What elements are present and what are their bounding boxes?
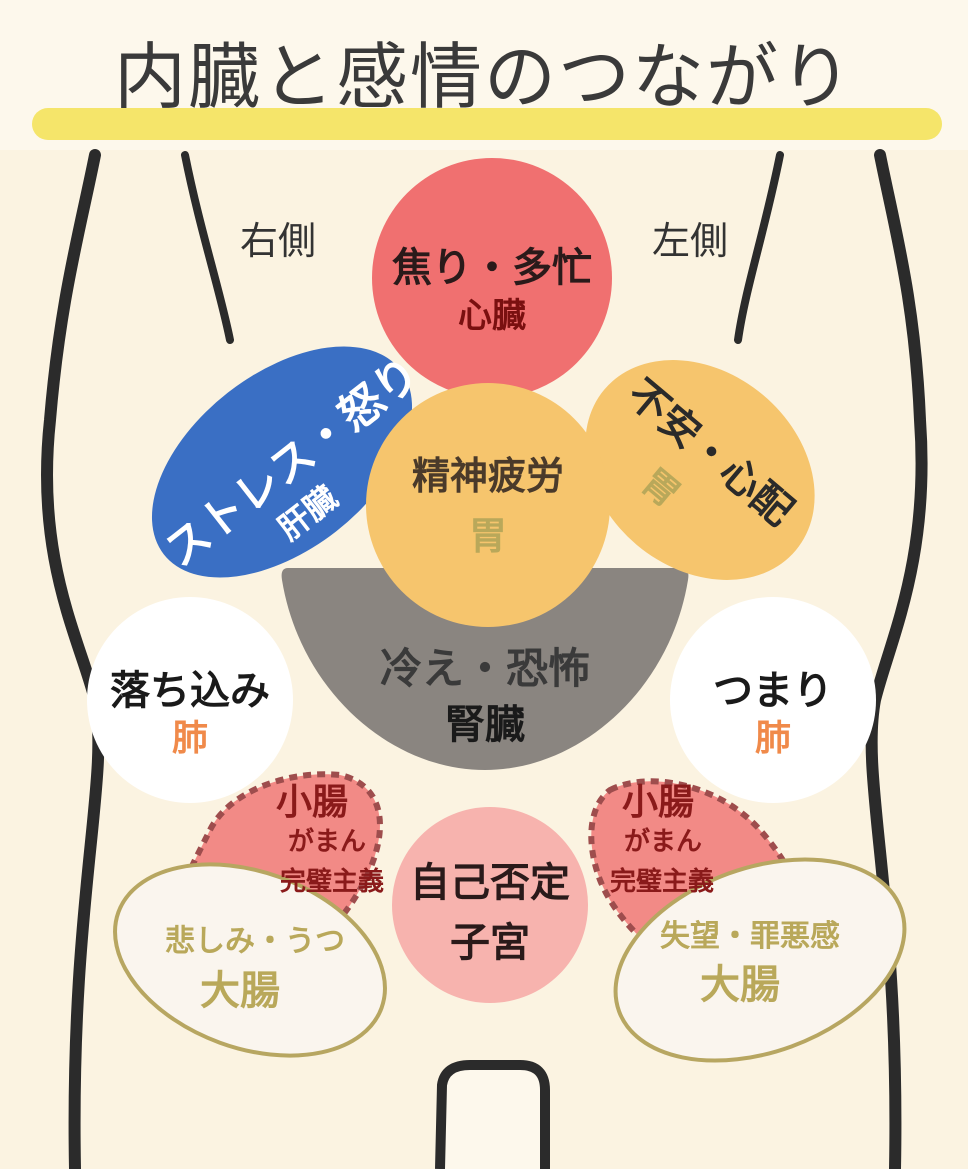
lung-right-shape [87,597,293,803]
large-intestine-left-organ: 大腸 [700,962,780,1008]
large-intestine-right-emotion: 悲しみ・うつ [165,924,345,959]
stomach-center-organ: 胃 [468,514,507,558]
large-intestine-right-organ: 大腸 [200,968,280,1014]
small-intestine-right-organ: 小腸 [275,782,348,823]
torso-outline-right [41,149,105,1169]
lung-left-emotion: つまり [713,668,833,714]
heart-emotion: 焦り・多忙 [392,245,592,291]
kidney-organ: 腎臓 [445,702,525,748]
uterus-shape [392,807,588,1003]
lung-right-organ: 肺 [171,718,208,759]
large-intestine-right-shape [113,862,387,1058]
uterus-organ: 子宮 [450,920,530,966]
heart-organ: 心臓 [458,296,526,336]
stomach-center-emotion: 精神疲労 [411,454,564,498]
kidney-emotion: 冷え・恐怖 [379,644,590,693]
small-intestine-right-emotion1: がまん [287,827,366,857]
large-intestine-left-shape [613,857,907,1063]
crotch-outline [435,1060,550,1169]
small-intestine-left-organ: 小腸 [621,782,694,823]
title-underline [32,108,942,140]
small-intestine-left-emotion2: 完璧主義 [609,867,714,897]
torso-outline-left [865,149,928,1169]
stomach-center-shape [366,383,610,627]
left-side-label: 左側 [652,219,729,263]
lung-right-emotion: 落ち込み [110,668,270,714]
inner-curve-left [734,151,784,344]
lung-left-shape [670,597,876,803]
small-intestine-left-emotion1: がまん [623,827,702,857]
kidney-shape [281,568,689,770]
heart-shape [372,158,612,398]
inner-curve-right [181,151,234,344]
liver-shape [151,346,413,578]
uterus-emotion: 自己否定 [410,860,570,906]
stomach-left-shape [585,360,815,580]
page-title: 内臓と感情のつながり [113,35,854,119]
right-side-label: 右側 [240,219,317,263]
lung-left-organ: 肺 [754,718,791,759]
large-intestine-left-emotion: 失望・罪悪感 [660,919,840,954]
small-intestine-right-emotion2: 完璧主義 [279,867,384,897]
